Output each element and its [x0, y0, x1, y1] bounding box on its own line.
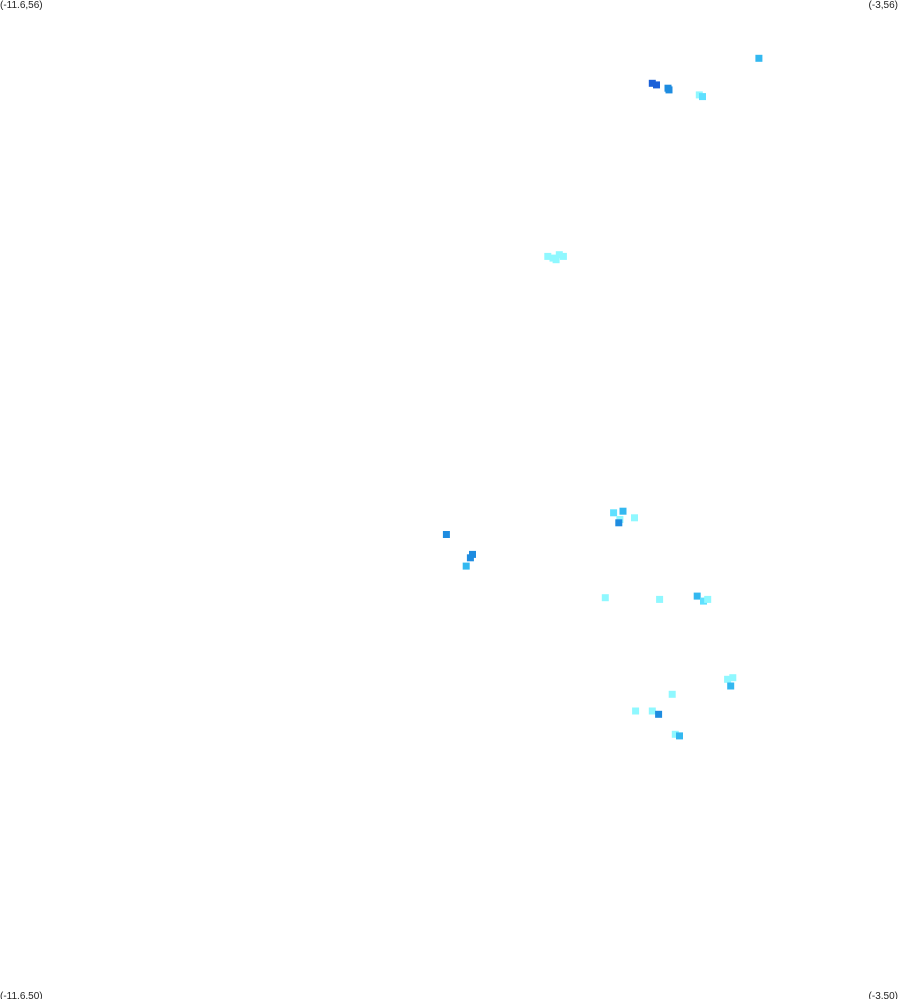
data-point-25 [704, 595, 712, 603]
data-point-27 [729, 674, 737, 682]
data-point-2 [653, 81, 660, 89]
data-point-33 [671, 730, 679, 738]
corner-label-bottom-right: (-3,50) [868, 991, 898, 999]
data-point-29 [668, 690, 676, 698]
data-point-17 [442, 531, 450, 538]
data-point-6 [699, 93, 706, 101]
data-point-13 [619, 507, 627, 515]
data-point-22 [656, 595, 664, 603]
data-point-28 [727, 682, 735, 690]
data-point-7 [544, 252, 552, 260]
data-point-30 [632, 707, 640, 715]
data-point-32 [655, 710, 663, 718]
data-point-21 [601, 594, 609, 602]
data-point-19 [466, 554, 474, 562]
data-point-12 [610, 509, 618, 517]
data-point-16 [615, 519, 623, 527]
data-point-26 [724, 675, 732, 683]
data-point-1 [648, 79, 656, 87]
data-point-10 [559, 252, 567, 260]
data-point-34 [676, 732, 683, 740]
data-point-24 [700, 597, 707, 605]
data-point-4 [665, 86, 673, 94]
corner-label-top-left: (-11.6,56) [0, 0, 43, 11]
data-point-31 [648, 707, 656, 715]
corner-label-top-right: (-3,56) [868, 0, 898, 11]
data-point-11 [552, 256, 560, 264]
data-point-14 [631, 514, 638, 522]
data-point-20 [462, 562, 470, 570]
data-point-23 [693, 592, 701, 600]
data-point-9 [555, 251, 563, 259]
data-point-0 [755, 54, 763, 62]
corner-label-bottom-left: (-11.6,50) [0, 991, 43, 999]
